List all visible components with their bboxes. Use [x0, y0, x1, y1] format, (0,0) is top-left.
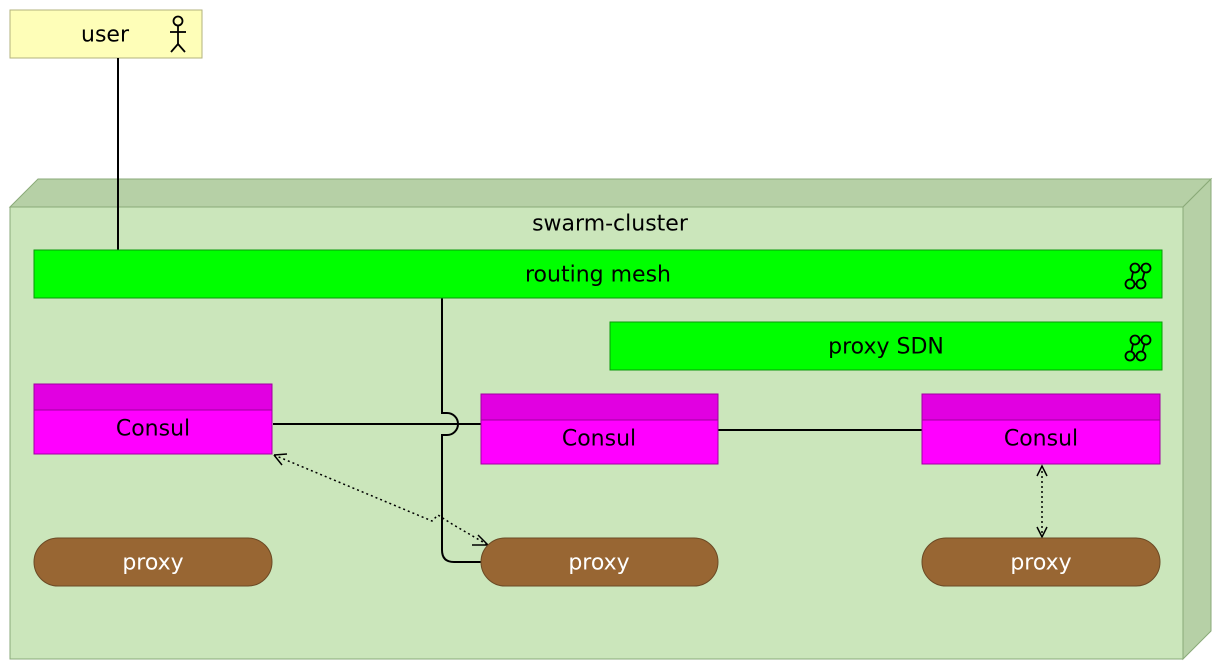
- consul-label: Consul: [1004, 427, 1078, 452]
- network-icon: [1124, 262, 1152, 290]
- consul-header: [33, 383, 273, 411]
- edges: [117, 58, 1048, 563]
- network-box: [609, 321, 1163, 371]
- consul-1[interactable]: Consul: [33, 383, 273, 455]
- proxy-label: proxy: [122, 551, 183, 576]
- network-proxy-sdn[interactable]: proxy SDN: [609, 321, 1163, 371]
- proxy-box: [33, 537, 273, 587]
- consul-3[interactable]: Consul: [921, 393, 1161, 465]
- actor-icon: [170, 15, 186, 53]
- consul-header: [480, 393, 719, 421]
- proxy-1[interactable]: proxy: [33, 537, 273, 587]
- arrowhead-consul1: [273, 453, 288, 466]
- consul-label: Consul: [562, 427, 636, 452]
- actor-label: user: [81, 23, 130, 48]
- network-routing-mesh[interactable]: routing mesh: [33, 249, 1163, 299]
- network-label: proxy SDN: [828, 335, 944, 360]
- proxy-box: [480, 537, 719, 587]
- proxy-2[interactable]: proxy: [480, 537, 719, 587]
- node-side-face: [1182, 177, 1212, 661]
- arrowhead-consul3: [1036, 464, 1048, 477]
- edge-consul1-proxy-dotted: [273, 454, 489, 546]
- node-top-face: [8, 178, 1213, 208]
- proxy-label: proxy: [1010, 551, 1071, 576]
- node-label: swarm-cluster: [532, 212, 689, 237]
- edge-routing-mesh-proxy: [441, 298, 481, 563]
- consul-header: [921, 393, 1161, 421]
- network-box: [33, 249, 1163, 299]
- user-actor[interactable]: user: [9, 9, 203, 59]
- actor-box: [9, 9, 203, 59]
- network-icon: [1124, 334, 1152, 362]
- arrowhead-proxy2: [472, 534, 489, 546]
- arrowhead-proxy3: [1036, 526, 1048, 539]
- consul-label: Consul: [116, 417, 190, 442]
- proxy-box: [921, 537, 1161, 587]
- proxy-label: proxy: [568, 551, 629, 576]
- consul-2[interactable]: Consul: [480, 393, 719, 465]
- network-label: routing mesh: [525, 263, 671, 288]
- proxy-3[interactable]: proxy: [921, 537, 1161, 587]
